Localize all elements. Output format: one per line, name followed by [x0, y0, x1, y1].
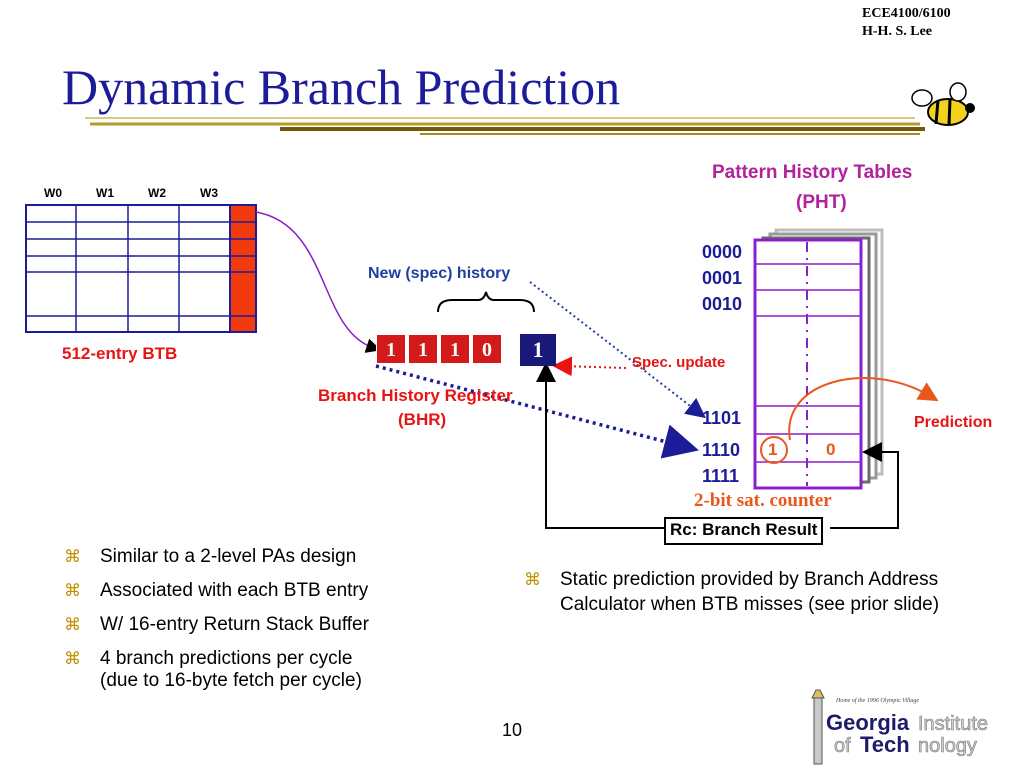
pht-title-line1: Pattern History Tables: [712, 162, 913, 183]
torch-icon: [811, 689, 825, 765]
bhr-bit-0: 1: [376, 334, 406, 364]
bullet-list-left: ⌘Similar to a 2-level PAs design ⌘Associ…: [64, 540, 369, 698]
pht-row-1111: 1111: [702, 466, 740, 486]
bullet-list-right: ⌘Static prediction provided by Branch Ad…: [524, 566, 939, 622]
spec-history-brace: [437, 291, 535, 313]
btb-table: [25, 204, 257, 333]
btb-label: 512-entry BTB: [62, 344, 178, 363]
branch-result-loop: [830, 442, 899, 529]
logo-institute: Institute: [918, 713, 988, 735]
branch-result-box: Rc: Branch Result: [664, 517, 824, 545]
prediction-label: Prediction: [914, 414, 993, 431]
btb-col-w3: W3: [200, 186, 218, 200]
pht-title-line2: (PHT): [796, 192, 847, 213]
counter-bit-lsb: 0: [826, 440, 836, 459]
counter-label: 2-bit sat. counter: [694, 490, 832, 511]
history-index-line: [529, 281, 706, 419]
bhr-bit-3: 0: [472, 334, 502, 364]
bee-mascot-icon: [911, 82, 975, 126]
bullet-mark-icon: ⌘: [64, 581, 81, 600]
bhr-new-bit: 1: [520, 334, 556, 366]
logo-of: of: [834, 735, 851, 757]
counter-bit-msb: 1: [768, 440, 778, 459]
bhr-bit-2: 1: [440, 334, 470, 364]
bullet-item: ⌘Static prediction provided by Branch Ad…: [524, 566, 939, 622]
bhr-index-line: [375, 364, 699, 459]
branch-result-to-bhr: [536, 362, 664, 529]
georgia-tech-logo: Home of the 1996 Olympic Village Georgia…: [811, 689, 988, 765]
logo-nology: nology: [918, 735, 977, 757]
bhr-bit-1: 1: [408, 334, 438, 364]
pht-row-0001: 0001: [702, 268, 743, 288]
counter-msb-circle: [760, 436, 788, 464]
course-info: ECE4100/6100 H-H. S. Lee: [862, 5, 951, 41]
bullet-item: ⌘W/ 16-entry Return Stack Buffer: [64, 608, 369, 642]
page-number: 10: [502, 720, 523, 740]
course-code: ECE4100/6100: [862, 6, 951, 21]
new-history-label: New (spec) history: [368, 265, 511, 282]
bullet-item: ⌘4 branch predictions per cycle(due to 1…: [64, 642, 369, 698]
bullet-item: ⌘Similar to a 2-level PAs design: [64, 540, 369, 574]
bullet-item: ⌘Associated with each BTB entry: [64, 574, 369, 608]
bullet-mark-icon: ⌘: [64, 615, 81, 634]
prediction-arrow: [788, 377, 939, 441]
pht-row-1101: 1101: [702, 408, 742, 428]
bullet-mark-icon: ⌘: [524, 570, 541, 589]
bhr-label-line2: (BHR): [398, 410, 447, 429]
bullet-mark-icon: ⌘: [64, 649, 81, 668]
bullet-mark-icon: ⌘: [64, 547, 81, 566]
pht-stack: [753, 228, 884, 490]
spec-update-label: Spec. update: [632, 354, 726, 371]
btb-tag-column: [229, 204, 257, 333]
btb-col-w2: W2: [148, 186, 166, 200]
btb-to-bhr-curve: [255, 211, 382, 353]
logo-motto: Home of the 1996 Olympic Village: [835, 697, 919, 704]
logo-tech: Tech: [860, 732, 910, 757]
btb-col-w1: W1: [96, 186, 114, 200]
bhr-label-line1: Branch History Register: [318, 386, 513, 405]
spec-update-line: [552, 356, 627, 377]
pht-row-1110: 1110: [702, 440, 741, 460]
logo-georgia: Georgia: [826, 710, 910, 735]
pht-row-0000: 0000: [702, 242, 743, 262]
btb-col-w0: W0: [44, 186, 62, 200]
title-underline: [85, 117, 925, 135]
pht-row-0010: 0010: [702, 294, 743, 314]
author-name: H-H. S. Lee: [862, 24, 932, 39]
slide-title: Dynamic Branch Prediction: [62, 59, 621, 115]
